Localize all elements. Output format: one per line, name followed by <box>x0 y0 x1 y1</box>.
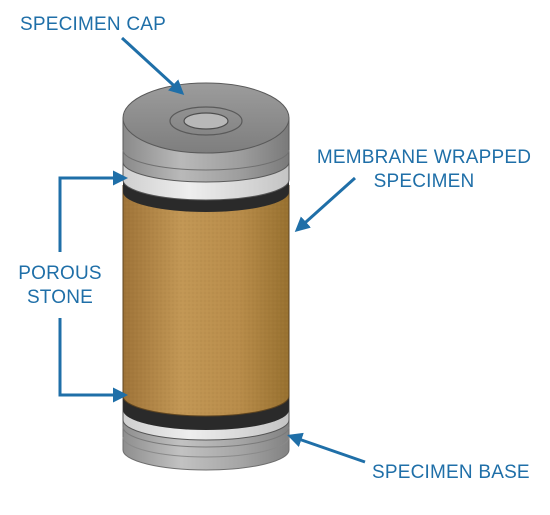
membrane-wrapped-specimen <box>122 185 290 417</box>
cap-arrow <box>120 36 185 96</box>
specimen-base-label: SPECIMEN BASE <box>372 462 530 483</box>
membrane-arrow <box>294 176 357 233</box>
porous-stone-bracket-bottom <box>58 318 128 403</box>
specimen-cap-label: SPECIMEN CAP <box>20 14 166 35</box>
membrane-label-line1: MEMBRANE WRAPPED <box>316 147 532 168</box>
base-arrow <box>287 432 366 464</box>
membrane-label-line2: SPECIMEN <box>373 171 475 192</box>
porous-stone-label-line2: STONE <box>26 287 94 308</box>
specimen-cap-part <box>122 82 290 183</box>
porous-stone-label-line1: POROUS <box>18 263 102 284</box>
porous-stone-bracket-top <box>58 170 128 252</box>
